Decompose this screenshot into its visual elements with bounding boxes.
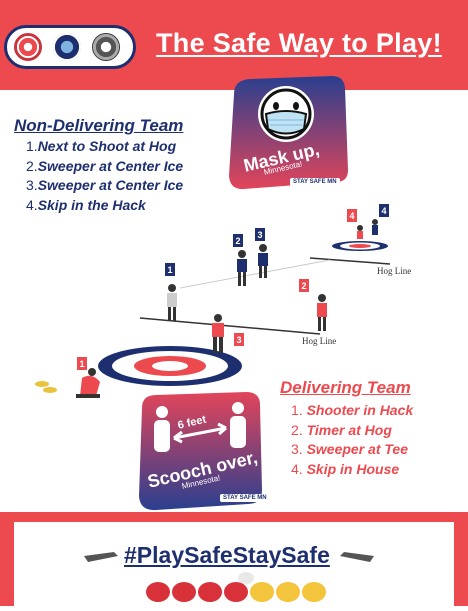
- header-banner: The Safe Way to Play!: [0, 0, 468, 90]
- mask-badge-shape: [229, 76, 348, 190]
- player-tag: 3: [254, 227, 266, 242]
- delivering-list: 1. Shooter in Hack 2. Timer at Hog 3. Sw…: [291, 401, 413, 479]
- player-tag: 2: [232, 233, 244, 248]
- hog-line-label-center: Hog Line: [302, 336, 337, 346]
- list-item: 2. Timer at Hog: [291, 421, 392, 438]
- non-delivering-list: 1.Next to Shoot at Hog 2.Sweeper at Cent…: [26, 137, 183, 215]
- list-item: 2.Sweeper at Center Ice: [26, 157, 184, 174]
- player-tag: 1: [76, 356, 88, 371]
- curling-logo-3: [90, 31, 122, 63]
- player-tag: 3: [233, 332, 245, 347]
- player-tag: 4: [346, 208, 358, 223]
- hog-line-label-right: Hog Line: [377, 266, 412, 276]
- list-item: 4. Skip in House: [291, 460, 400, 477]
- curling-sheet-graphic: [35, 219, 391, 398]
- logo-strip: [4, 25, 136, 69]
- list-item: 3.Sweeper at Center Ice: [26, 177, 184, 193]
- page-title: The Safe Way to Play!: [156, 28, 442, 58]
- list-item: 1.Next to Shoot at Hog: [26, 138, 177, 154]
- curling-stones-graphic: [84, 552, 374, 602]
- scooch-over-badge: 6 feet Scooch over, Minnesota! STAY SAFE…: [134, 390, 270, 512]
- stay-safe-mn-logo: STAY SAFE MN: [290, 178, 340, 186]
- hashtag-text: #PlaySafeStaySafe: [124, 542, 330, 568]
- player-tag: 1: [164, 262, 176, 277]
- footer-panel: [14, 522, 454, 606]
- curling-diagram: 1 2 3 4 2 3 1 4 Hog Line Hog Line: [30, 200, 450, 410]
- player-tag: 2: [298, 278, 310, 293]
- curling-logo-1: [12, 31, 44, 63]
- curling-logo-2: [51, 31, 83, 63]
- non-delivering-heading: Non-Delivering Team: [14, 116, 184, 135]
- mask-up-badge: Mask up, Minnesota! STAY SAFE MN: [224, 74, 350, 192]
- list-item: 4.Skip in the Hack: [26, 196, 146, 213]
- list-item: 1. Shooter in Hack: [291, 402, 414, 418]
- stay-safe-mn-logo: STAY SAFE MN: [220, 494, 270, 502]
- player-tag: 4: [378, 203, 390, 218]
- list-item: 3. Sweeper at Tee: [291, 441, 408, 457]
- delivering-heading: Delivering Team: [280, 378, 411, 397]
- scooch-badge-shape: [139, 392, 262, 511]
